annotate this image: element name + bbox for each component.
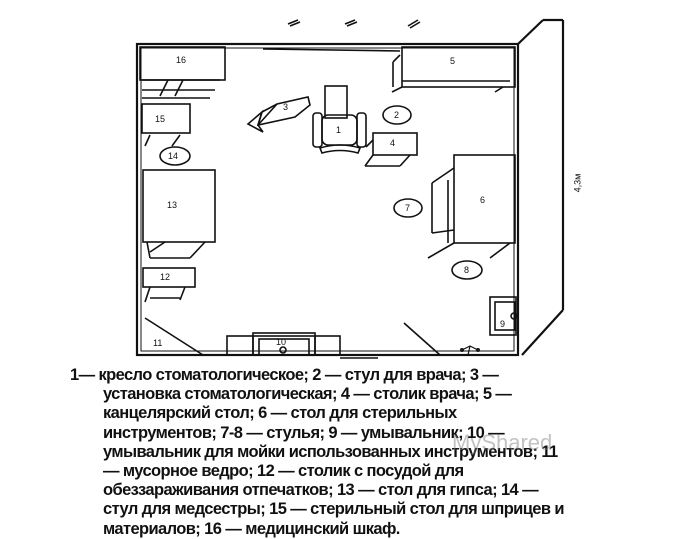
- item-8-chair: 8: [451, 260, 483, 280]
- window-top: [262, 48, 401, 52]
- caption-line: установка стоматологическая; 4 — столик …: [103, 385, 512, 404]
- item-1-dental-chair: 1: [312, 85, 367, 154]
- caption-line: канцелярский стол; 6 — стол для стерильн…: [103, 404, 457, 423]
- item-7-chair: 7: [393, 198, 423, 218]
- caption-line: обеззараживания отпечатков; 13 — стол дл…: [103, 481, 539, 500]
- caption-line: инструментов; 7-8 — стулья; 9 — умывальн…: [103, 423, 505, 442]
- item-9-washbasin: 9: [489, 296, 518, 336]
- svg-text:16: 16: [176, 55, 186, 65]
- item-11-trash-bin: 11: [144, 317, 204, 356]
- legend-caption: 1— кресло стоматологическое; 2 — стул дл…: [70, 366, 690, 539]
- watermark: MyShared: [452, 430, 553, 455]
- item-13-plaster-table: 13: [142, 169, 216, 259]
- svg-text:5: 5: [450, 56, 455, 66]
- svg-text:10: 10: [276, 337, 286, 347]
- svg-text:7: 7: [405, 203, 410, 213]
- floor-plan: 16 15 14 13 12 11 10: [135, 18, 565, 359]
- svg-text:12: 12: [160, 272, 170, 282]
- caption-line: умывальник для мойки использованных инст…: [103, 442, 558, 461]
- item-15-sterile-table: 15: [141, 103, 191, 147]
- item-16-cabinet: 16: [139, 46, 226, 99]
- svg-text:1: 1: [336, 125, 341, 135]
- door: [403, 322, 480, 356]
- room-dimension-label: 4,3м: [572, 173, 583, 193]
- item-2-doctor-chair: 2: [382, 105, 412, 125]
- caption-line: 1— кресло стоматологическое; 2 — стул дл…: [70, 366, 499, 384]
- caption-line: — мусорное ведро; 12 — столик с посудой …: [103, 462, 464, 481]
- item-6-sterile-instruments-table: 6: [427, 154, 516, 259]
- svg-text:9: 9: [500, 319, 505, 329]
- item-12-disinfection-table: 12: [142, 267, 196, 303]
- item-14-nurse-chair: 14: [159, 146, 191, 166]
- svg-text:8: 8: [464, 265, 469, 275]
- svg-text:3: 3: [283, 102, 288, 112]
- svg-text:2: 2: [394, 110, 399, 120]
- svg-text:15: 15: [155, 114, 165, 124]
- svg-text:11: 11: [153, 338, 162, 348]
- svg-text:4: 4: [390, 138, 395, 148]
- item-10-instrument-sink: 10: [226, 332, 378, 359]
- item-3-dental-unit: 3: [246, 96, 311, 133]
- item-4-doctor-table: 4: [364, 132, 418, 167]
- window-marks: [287, 19, 421, 29]
- svg-text:14: 14: [168, 151, 178, 161]
- caption-line: материалов; 16 — медицинский шкаф.: [103, 519, 400, 538]
- item-5-office-desk: 5: [391, 46, 516, 93]
- room-walls: [135, 18, 565, 357]
- caption-line: стул для медсестры; 15 — стерильный стол…: [103, 500, 565, 519]
- svg-text:6: 6: [480, 195, 485, 205]
- svg-text:13: 13: [167, 200, 177, 210]
